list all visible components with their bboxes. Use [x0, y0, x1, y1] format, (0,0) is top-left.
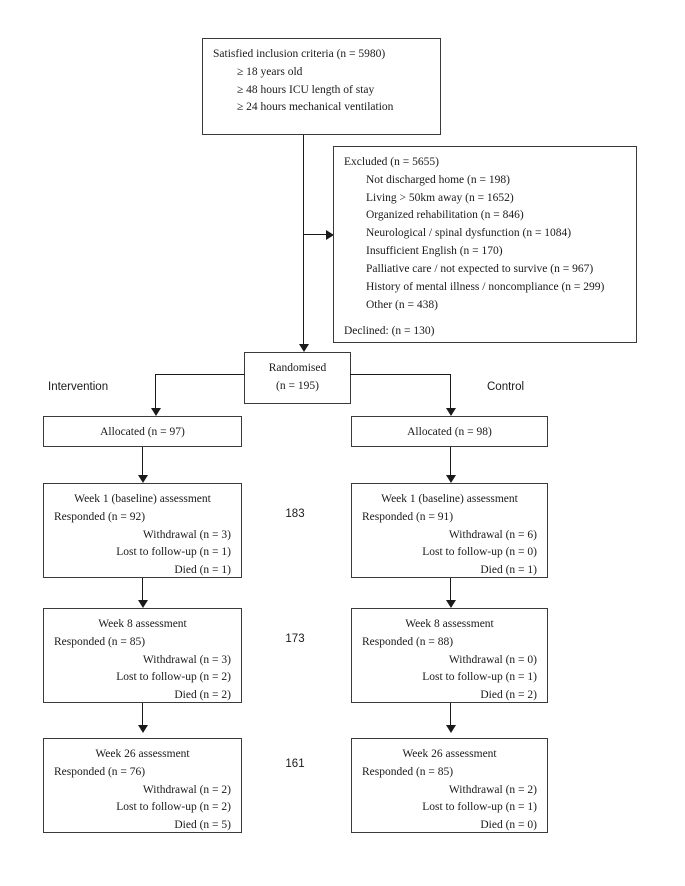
arrow-into-week8-left: [137, 600, 148, 608]
week26-control-withdrawal: Withdrawal (n = 2): [448, 783, 537, 796]
connector-week8-to-week26-right: [450, 703, 451, 725]
connector-week1-to-week8-left: [142, 578, 143, 600]
week26-intervention-responded: Responded (n = 76): [54, 765, 146, 778]
connector-inclusion-to-randomised: [303, 135, 304, 344]
inclusion-criterion-ventilation: ≥ 24 hours mechanical ventilation: [237, 101, 394, 114]
week26-intervention-title: Week 26 assessment: [95, 748, 190, 760]
inclusion-criteria-box: Satisfied inclusion criteria (n = 5980) …: [202, 38, 441, 135]
excluded-reason-living-far-away: Living > 50km away (n = 1652): [366, 191, 514, 204]
arrow-into-week26-left: [137, 725, 148, 733]
week8-intervention-responded: Responded (n = 85): [54, 635, 146, 648]
week26-control-responded: Responded (n = 85): [362, 765, 454, 778]
arrow-into-randomised: [298, 344, 309, 352]
arrow-into-allocated-right: [445, 408, 456, 416]
week26-intervention-withdrawal: Withdrawal (n = 2): [142, 783, 231, 796]
connector-allocated-to-week1-left: [142, 447, 143, 475]
arrow-into-allocated-left: [150, 408, 161, 416]
arrow-into-week8-right: [445, 600, 456, 608]
connector-to-excluded: [303, 234, 326, 235]
week26-intervention-died: Died (n = 5): [174, 819, 231, 832]
connector-split-left: [155, 374, 245, 375]
week26-box-control: Week 26 assessment Responded (n = 85) Wi…: [351, 738, 548, 833]
inclusion-criterion-age: ≥ 18 years old: [237, 65, 303, 78]
week8-box-control: Week 8 assessment Responded (n = 88) Wit…: [351, 608, 548, 703]
connector-down-to-allocated-left: [155, 374, 156, 408]
excluded-spacer: [344, 314, 626, 323]
week1-intervention-title: Week 1 (baseline) assessment: [74, 493, 211, 505]
week8-intervention-title: Week 8 assessment: [98, 618, 187, 630]
allocated-box-control: Allocated (n = 98): [351, 416, 548, 447]
week8-intervention-lost: Lost to follow-up (n = 2): [116, 671, 231, 684]
randomised-box: Randomised (n = 195): [244, 352, 351, 404]
arrow-into-week26-right: [445, 725, 456, 733]
allocated-box-intervention: Allocated (n = 97): [43, 416, 242, 447]
arrow-into-week1-right: [445, 475, 456, 483]
week1-control-title: Week 1 (baseline) assessment: [381, 493, 518, 505]
week1-intervention-died: Died (n = 1): [174, 564, 231, 577]
excluded-box: Excluded (n = 5655) Not discharged home …: [333, 146, 637, 343]
connector-week1-to-week8-right: [450, 578, 451, 600]
connector-allocated-to-week1-right: [450, 447, 451, 475]
week1-control-died: Died (n = 1): [480, 564, 537, 577]
week1-intervention-withdrawal: Withdrawal (n = 3): [142, 528, 231, 541]
allocated-intervention-text: Allocated (n = 97): [100, 426, 185, 438]
week26-intervention-lost: Lost to follow-up (n = 2): [116, 801, 231, 814]
week8-control-died: Died (n = 2): [480, 689, 537, 702]
arm-label-intervention: Intervention: [48, 381, 109, 393]
inclusion-heading: Satisfied inclusion criteria (n = 5980): [213, 48, 386, 60]
week1-control-responded: Responded (n = 91): [362, 510, 454, 523]
midpoint-total-week1: 183: [285, 508, 305, 520]
excluded-reason-not-discharged-home: Not discharged home (n = 198): [366, 173, 510, 186]
randomised-count: (n = 195): [276, 379, 319, 392]
excluded-reason-organized-rehabilitation: Organized rehabilitation (n = 846): [366, 209, 524, 222]
week8-intervention-died: Died (n = 2): [174, 689, 231, 702]
arrow-into-excluded: [326, 229, 334, 240]
excluded-reason-insufficient-english: Insufficient English (n = 170): [366, 245, 503, 258]
excluded-reason-other: Other (n = 438): [366, 298, 438, 311]
connector-down-to-allocated-right: [450, 374, 451, 408]
excluded-declined: Declined: (n = 130): [344, 325, 435, 338]
week1-intervention-lost: Lost to follow-up (n = 1): [116, 546, 231, 559]
week1-box-intervention: Week 1 (baseline) assessment Responded (…: [43, 483, 242, 578]
week8-control-responded: Responded (n = 88): [362, 635, 454, 648]
week26-control-lost: Lost to follow-up (n = 1): [422, 801, 537, 814]
excluded-heading: Excluded (n = 5655): [344, 156, 439, 168]
excluded-reason-mental-illness-noncompliance: History of mental illness / noncomplianc…: [366, 280, 605, 293]
week8-control-lost: Lost to follow-up (n = 1): [422, 671, 537, 684]
week8-intervention-withdrawal: Withdrawal (n = 3): [142, 653, 231, 666]
excluded-reason-neurological-spinal-dysfunction: Neurological / spinal dysfunction (n = 1…: [366, 227, 572, 240]
week26-box-intervention: Week 26 assessment Responded (n = 76) Wi…: [43, 738, 242, 833]
week1-box-control: Week 1 (baseline) assessment Responded (…: [351, 483, 548, 578]
inclusion-criterion-icu-stay: ≥ 48 hours ICU length of stay: [237, 83, 375, 96]
connector-week8-to-week26-left: [142, 703, 143, 725]
allocated-control-text: Allocated (n = 98): [407, 426, 492, 438]
midpoint-total-week26: 161: [285, 758, 305, 770]
week8-control-title: Week 8 assessment: [405, 618, 494, 630]
week1-intervention-responded: Responded (n = 92): [54, 510, 146, 523]
week26-control-title: Week 26 assessment: [402, 748, 497, 760]
randomised-label: Randomised: [268, 362, 327, 374]
arm-label-control: Control: [487, 381, 525, 393]
week1-control-withdrawal: Withdrawal (n = 6): [448, 528, 537, 541]
midpoint-total-week8: 173: [285, 633, 305, 645]
week26-control-died: Died (n = 0): [480, 819, 537, 832]
arrow-into-week1-left: [137, 475, 148, 483]
week8-box-intervention: Week 8 assessment Responded (n = 85) Wit…: [43, 608, 242, 703]
excluded-reason-palliative-care: Palliative care / not expected to surviv…: [366, 262, 594, 275]
week1-control-lost: Lost to follow-up (n = 0): [422, 546, 537, 559]
connector-split-right: [350, 374, 450, 375]
week8-control-withdrawal: Withdrawal (n = 0): [448, 653, 537, 666]
